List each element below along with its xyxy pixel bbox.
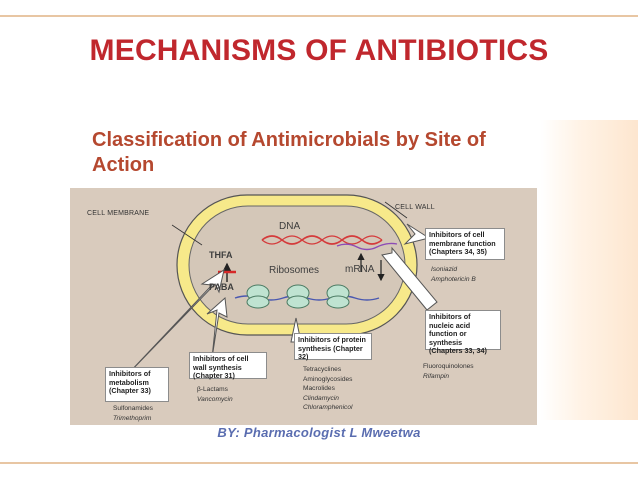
metabolism-drugs: Sulfonamides Trimethoprim xyxy=(113,405,153,422)
wall-drugs: β-Lactams Vancomycin xyxy=(197,386,233,403)
arrow-metabolism xyxy=(126,268,225,376)
background-gradient xyxy=(540,120,638,420)
antimicrobial-diagram: Classification of Antimicrobials by Site… xyxy=(47,120,537,425)
cell-membrane-label: CELL MEMBRANE xyxy=(87,210,150,217)
ribosomes-label: Ribosomes xyxy=(269,265,320,276)
paba-label: PABA xyxy=(209,282,234,292)
protein-drugs: Tetracyclines Aminoglycosides Macrolides… xyxy=(303,366,353,411)
cell-illustration xyxy=(126,194,438,376)
membrane-drugs: Isoniazid Amphotericin B xyxy=(431,266,476,283)
figure-title: Classification of Antimicrobials by Site… xyxy=(92,129,486,176)
arrow-wall xyxy=(206,296,228,359)
mrna-strand xyxy=(336,242,398,251)
box-metabolism-inhibitors: Inhibitors of metabolism (Chapter 33) xyxy=(105,367,169,402)
dna-strand-2 xyxy=(261,235,383,245)
slide-title: MECHANISMS OF ANTIBIOTICS xyxy=(89,34,549,67)
box-wall-inhibitors: Inhibitors of cell wall synthesis (Chapt… xyxy=(189,352,267,380)
bottom-rule xyxy=(0,462,638,464)
thfa-label: THFA xyxy=(209,250,233,260)
cell-wall-label: CELL WALL xyxy=(395,204,435,211)
arrow-nucleic xyxy=(381,246,438,311)
ribosome xyxy=(246,284,350,309)
box-membrane-inhibitors: Inhibitors of cell membrane function (Ch… xyxy=(425,228,505,260)
dna-label: DNA xyxy=(279,221,301,232)
author-credit: BY: Pharmacologist L Mweetwa xyxy=(217,425,421,440)
top-rule xyxy=(0,15,638,17)
box-protein-inhibitors: Inhibitors of protein synthesis (Chapter… xyxy=(294,333,372,361)
box-nucleic-inhibitors: Inhibitors of nucleic acid function or s… xyxy=(425,310,501,355)
nucleic-drugs: Fluoroquinolones Rifampin xyxy=(423,363,474,380)
arrow-membrane xyxy=(403,223,431,245)
mrna-label: mRNA xyxy=(345,264,375,275)
